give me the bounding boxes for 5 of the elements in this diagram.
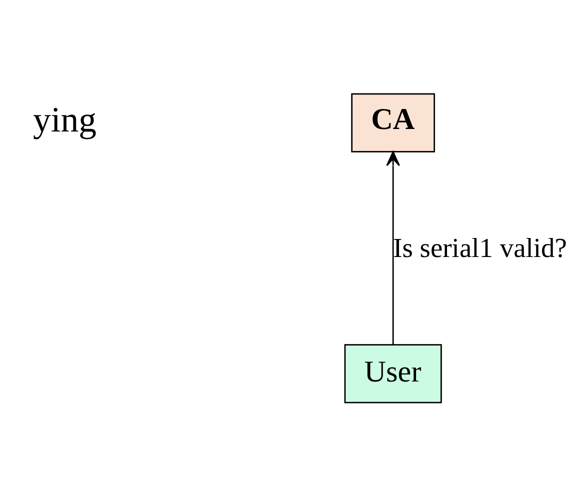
edge-label: Is serial1 valid? (393, 232, 567, 262)
node-box: CA (351, 92, 435, 152)
label: ying (32, 98, 96, 139)
arrow (386, 150, 400, 344)
node-box: User (344, 344, 442, 403)
